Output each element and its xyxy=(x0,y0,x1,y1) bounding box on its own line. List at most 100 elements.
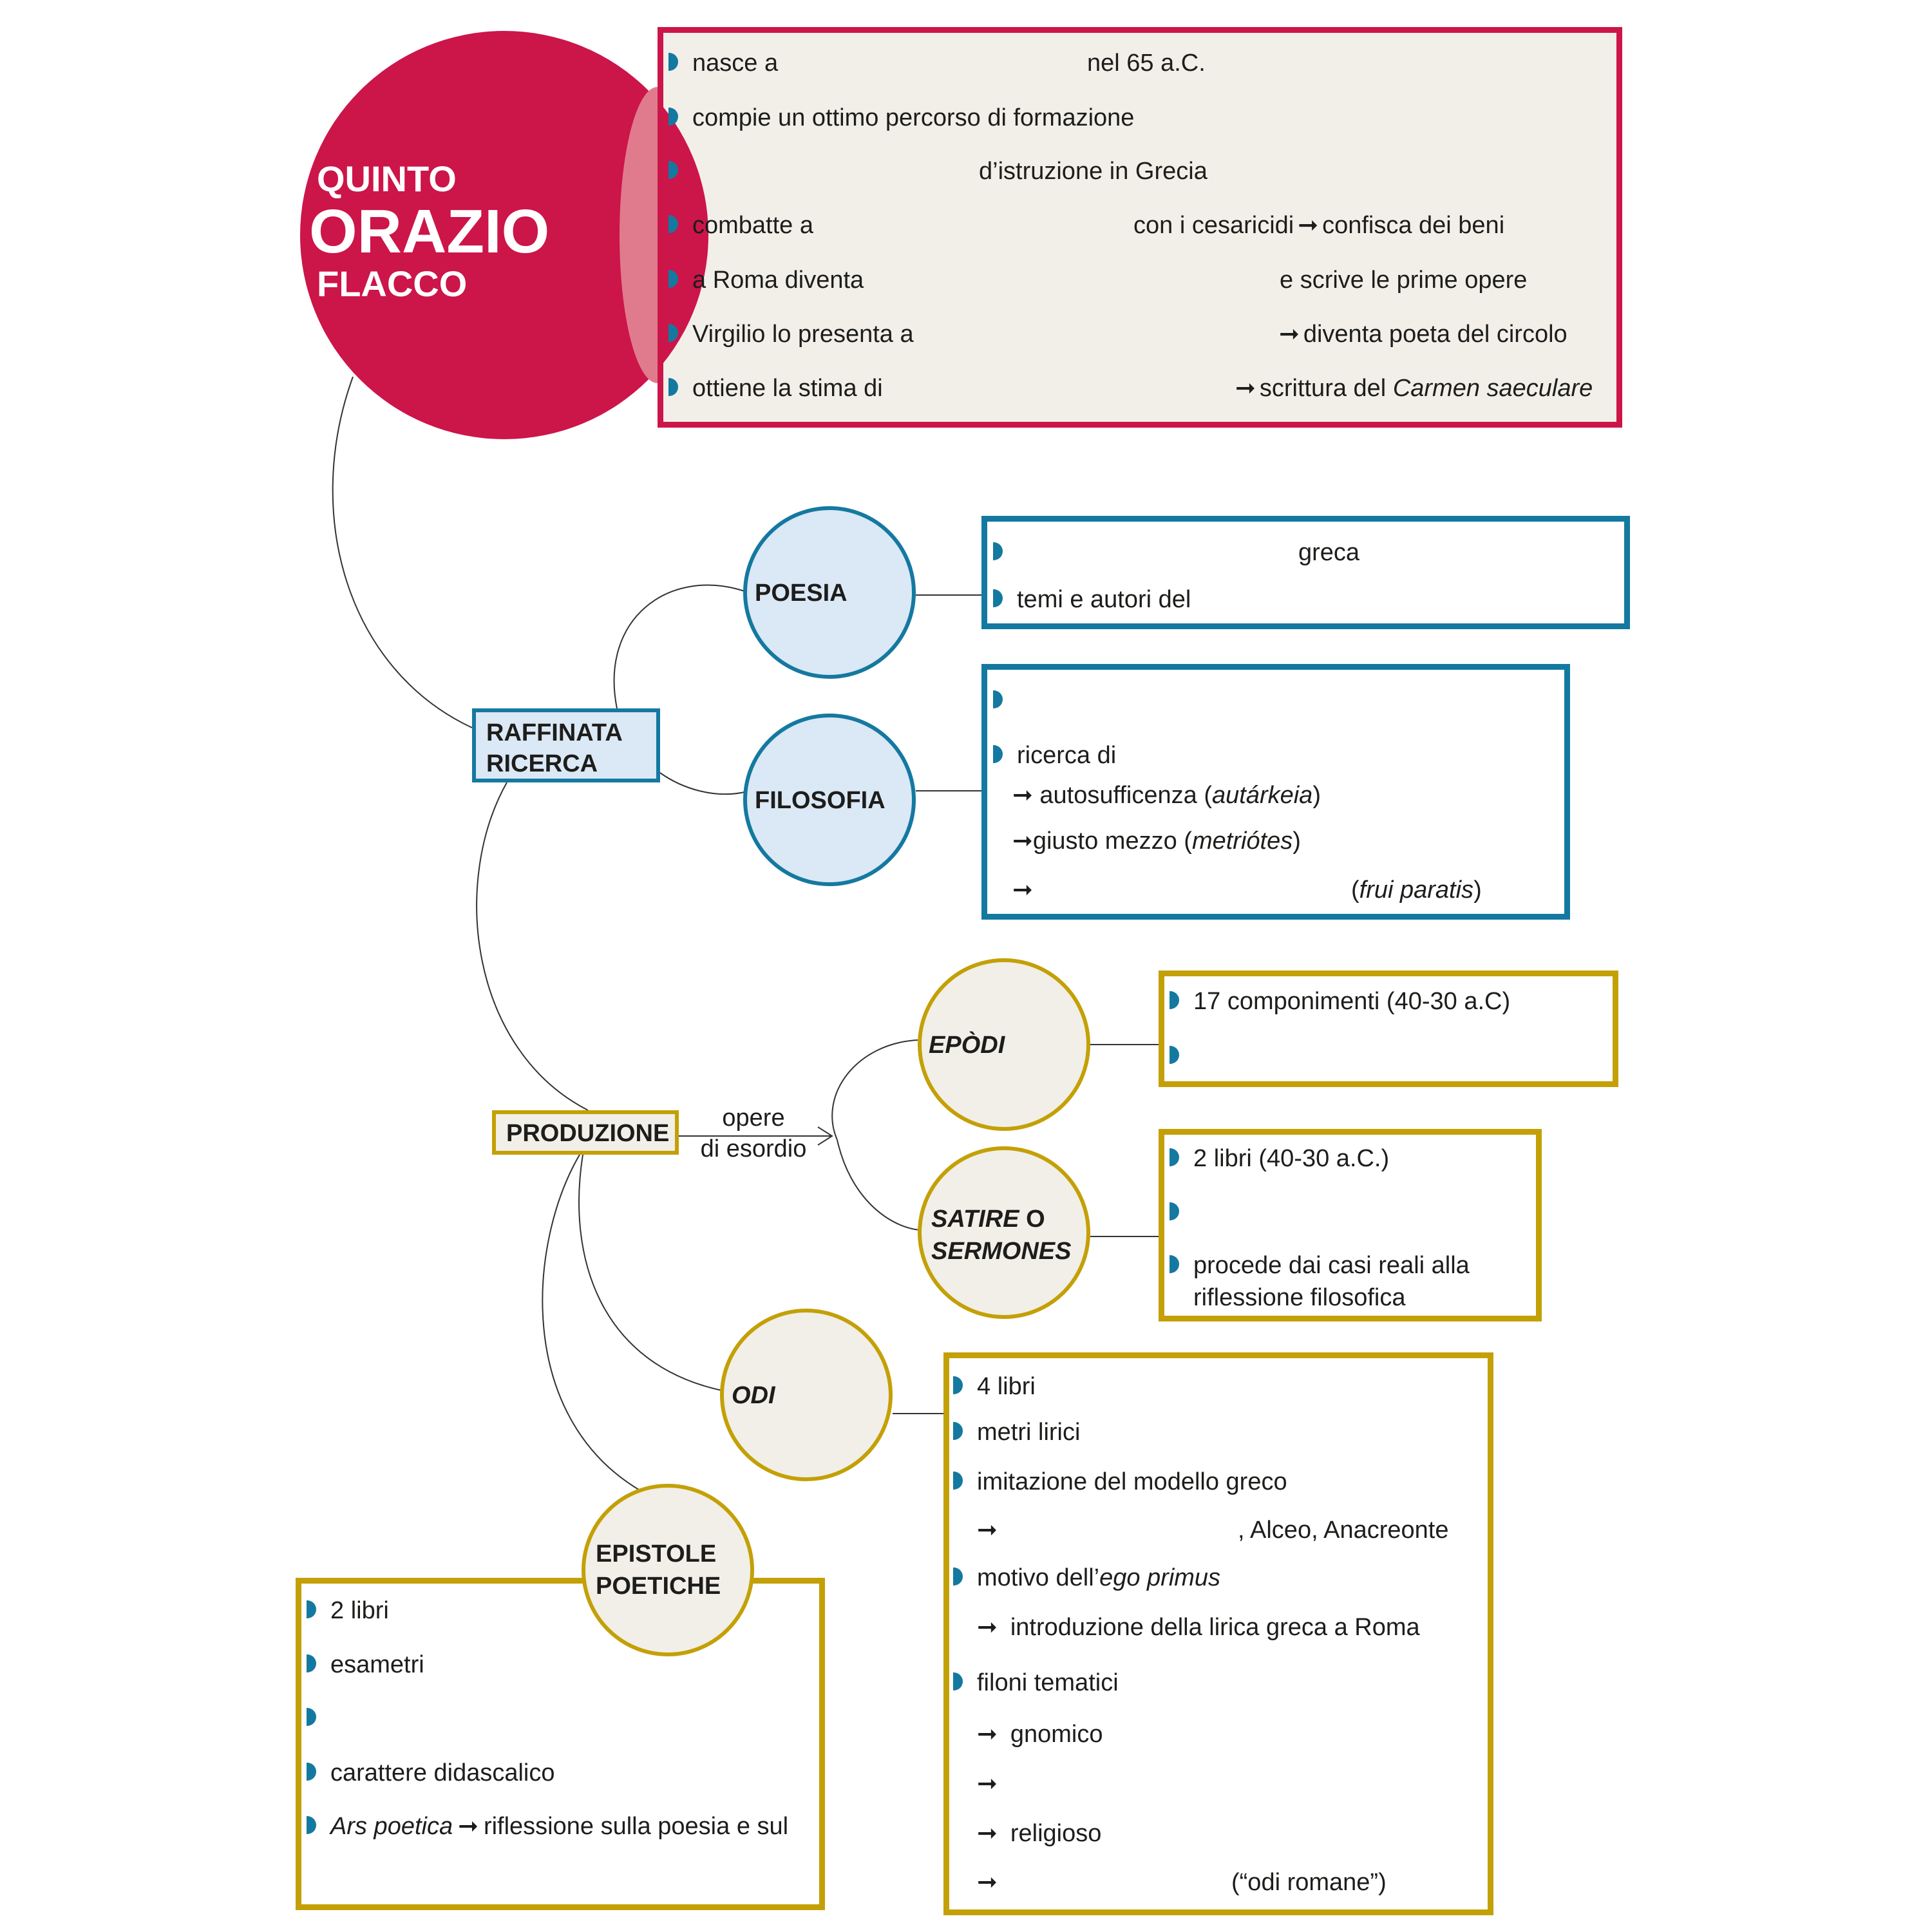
epodi-circle xyxy=(918,958,1090,1131)
epodi-label: EPÒDI xyxy=(929,1032,1005,1059)
filosofia-sub-2: ➞giusto mezzo (metriótes) xyxy=(1012,828,1301,855)
arrow-icon: ➞ xyxy=(1279,321,1300,348)
bio-row-right: ➞scrittura del Carmen saeculare xyxy=(1235,375,1593,402)
filosofia-box xyxy=(981,664,1570,920)
bio-row-right: con i cesaricidi➞confisca dei beni xyxy=(1133,212,1505,239)
poesia-row-2: temi e autori del xyxy=(993,585,1191,614)
bullet-icon xyxy=(993,744,1003,763)
poesia-row-1 xyxy=(993,538,1017,567)
arrow-icon: ➞ xyxy=(977,1721,998,1748)
title-flacco: FLACCO xyxy=(317,263,468,304)
satire-row-2 xyxy=(1170,1198,1193,1227)
satire-row-1: 2 libri (40-30 a.C.) xyxy=(1170,1144,1389,1173)
bullet-icon xyxy=(307,1762,316,1781)
filosofia-sub-3-arrow: ➞ xyxy=(1012,876,1033,904)
bullet-icon xyxy=(1170,1148,1179,1166)
poesia-box xyxy=(981,516,1630,629)
odi-row: metri lirici xyxy=(953,1417,1080,1447)
epistole-row: carattere didascalico xyxy=(307,1758,555,1788)
filosofia-sub-3: (frui paratis) xyxy=(1351,876,1482,904)
odi-row: ➞ xyxy=(977,1769,1010,1799)
bio-row: compie un ottimo percorso di formazione xyxy=(668,103,1134,133)
ricerca-label-line2: RICERCA xyxy=(486,750,598,777)
odi-row: ➞(“odi romane”) xyxy=(977,1869,1387,1896)
epodi-row-1: 17 componimenti (40-30 a.C) xyxy=(1170,987,1510,1016)
epistole-box xyxy=(296,1578,825,1910)
bullet-icon xyxy=(668,214,678,233)
filosofia-sub-1: ➞ autosufficenza (autárkeia) xyxy=(1012,782,1321,809)
arrowhead xyxy=(817,1126,833,1146)
bullet-icon xyxy=(1170,990,1179,1009)
bio-row-left: Virgilio lo presenta a xyxy=(692,321,914,348)
epodi-box xyxy=(1159,971,1618,1087)
odi-row: ➞introduzione della lirica greca a Roma xyxy=(977,1614,1420,1641)
epistole-row: esametri xyxy=(307,1650,424,1680)
poesia-row-1-right: greca xyxy=(1298,539,1360,566)
arrow-icon: ➞ xyxy=(977,1869,998,1896)
bio-row: combatte a xyxy=(668,211,813,240)
bio-row: Virgilio lo presenta a xyxy=(668,319,914,349)
filosofia-circle xyxy=(743,714,916,886)
link-produzione-epistole xyxy=(542,1154,641,1492)
bio-row-left: combatte a xyxy=(692,212,813,239)
produzione-label: PRODUZIONE xyxy=(506,1120,670,1147)
filosofia-row-2: ricerca di xyxy=(993,741,1116,770)
poesia-label: POESIA xyxy=(755,580,848,607)
link-ricerca-produzione xyxy=(476,782,589,1111)
produzione-node: PRODUZIONE xyxy=(492,1110,679,1155)
odi-row: 4 libri xyxy=(953,1372,1036,1401)
link-esordio-epodi xyxy=(831,1039,918,1141)
bio-row xyxy=(668,156,692,186)
odi-row: ➞gnomico xyxy=(977,1721,1103,1748)
filosofia-row-1 xyxy=(993,686,1017,715)
biography-box xyxy=(658,27,1622,428)
bullet-icon xyxy=(668,107,678,126)
bio-row-left: compie un ottimo percorso di formazione xyxy=(692,104,1135,131)
arrow-icon: ➞ xyxy=(1298,212,1319,239)
epistole-row xyxy=(307,1703,330,1733)
link-esordio-satire xyxy=(837,1139,920,1231)
satire-row-4: riflessione filosofica xyxy=(1193,1284,1406,1311)
link-title-ricerca xyxy=(332,376,473,728)
arrow-icon: ➞ xyxy=(977,1614,998,1641)
bullet-icon xyxy=(1170,1202,1179,1220)
satire-row-3: procede dai casi reali alla xyxy=(1170,1251,1470,1280)
arrow-icon: ➞ xyxy=(977,1770,998,1797)
connector-label: opere di esordio xyxy=(696,1103,811,1164)
raffinata-ricerca-node: RAFFINATA RICERCA xyxy=(472,708,660,782)
filosofia-label: FILOSOFIA xyxy=(755,787,886,814)
epistole-label: EPISTOLE POETICHE xyxy=(596,1540,721,1600)
bullet-icon xyxy=(1170,1255,1179,1273)
link-ricerca-poesia xyxy=(613,584,745,709)
bullet-icon xyxy=(993,542,1003,560)
bio-row-left: nasce a xyxy=(692,50,779,77)
ricerca-label-line1: RAFFINATA xyxy=(486,719,623,746)
bio-row-left: ottiene la stima di xyxy=(692,375,883,402)
connector-line1: opere xyxy=(722,1104,785,1132)
bullet-icon xyxy=(668,269,678,288)
bullet-icon xyxy=(307,1815,316,1834)
bullet-icon xyxy=(307,1707,316,1726)
satire-circle xyxy=(918,1146,1090,1319)
odi-circle xyxy=(720,1309,893,1481)
odi-row: ➞religioso xyxy=(977,1820,1102,1847)
arrow-icon: ➞ xyxy=(1235,375,1256,402)
epistole-row: 2 libri xyxy=(307,1596,389,1625)
poesia-circle xyxy=(743,506,916,679)
link-produzione-odi xyxy=(578,1154,725,1392)
bio-row-right: ➞diventa poeta del circolo xyxy=(1279,321,1567,348)
odi-row: motivo dell’ego primus xyxy=(953,1563,1220,1593)
satire-box xyxy=(1159,1129,1542,1321)
bullet-icon xyxy=(307,1654,316,1672)
bullet-icon xyxy=(668,323,678,342)
bio-row-right: e scrive le prime opere xyxy=(1280,267,1528,294)
bio-row: nasce a xyxy=(668,48,778,78)
arrow-icon: ➞ xyxy=(977,1517,998,1544)
bio-row-left: a Roma diventa xyxy=(692,267,864,294)
bullet-icon xyxy=(953,1376,963,1394)
odi-row: imitazione del modello greco xyxy=(953,1467,1287,1497)
bio-row-right: nel 65 a.C. xyxy=(1087,50,1206,77)
title-quinto: QUINTO xyxy=(317,158,457,199)
